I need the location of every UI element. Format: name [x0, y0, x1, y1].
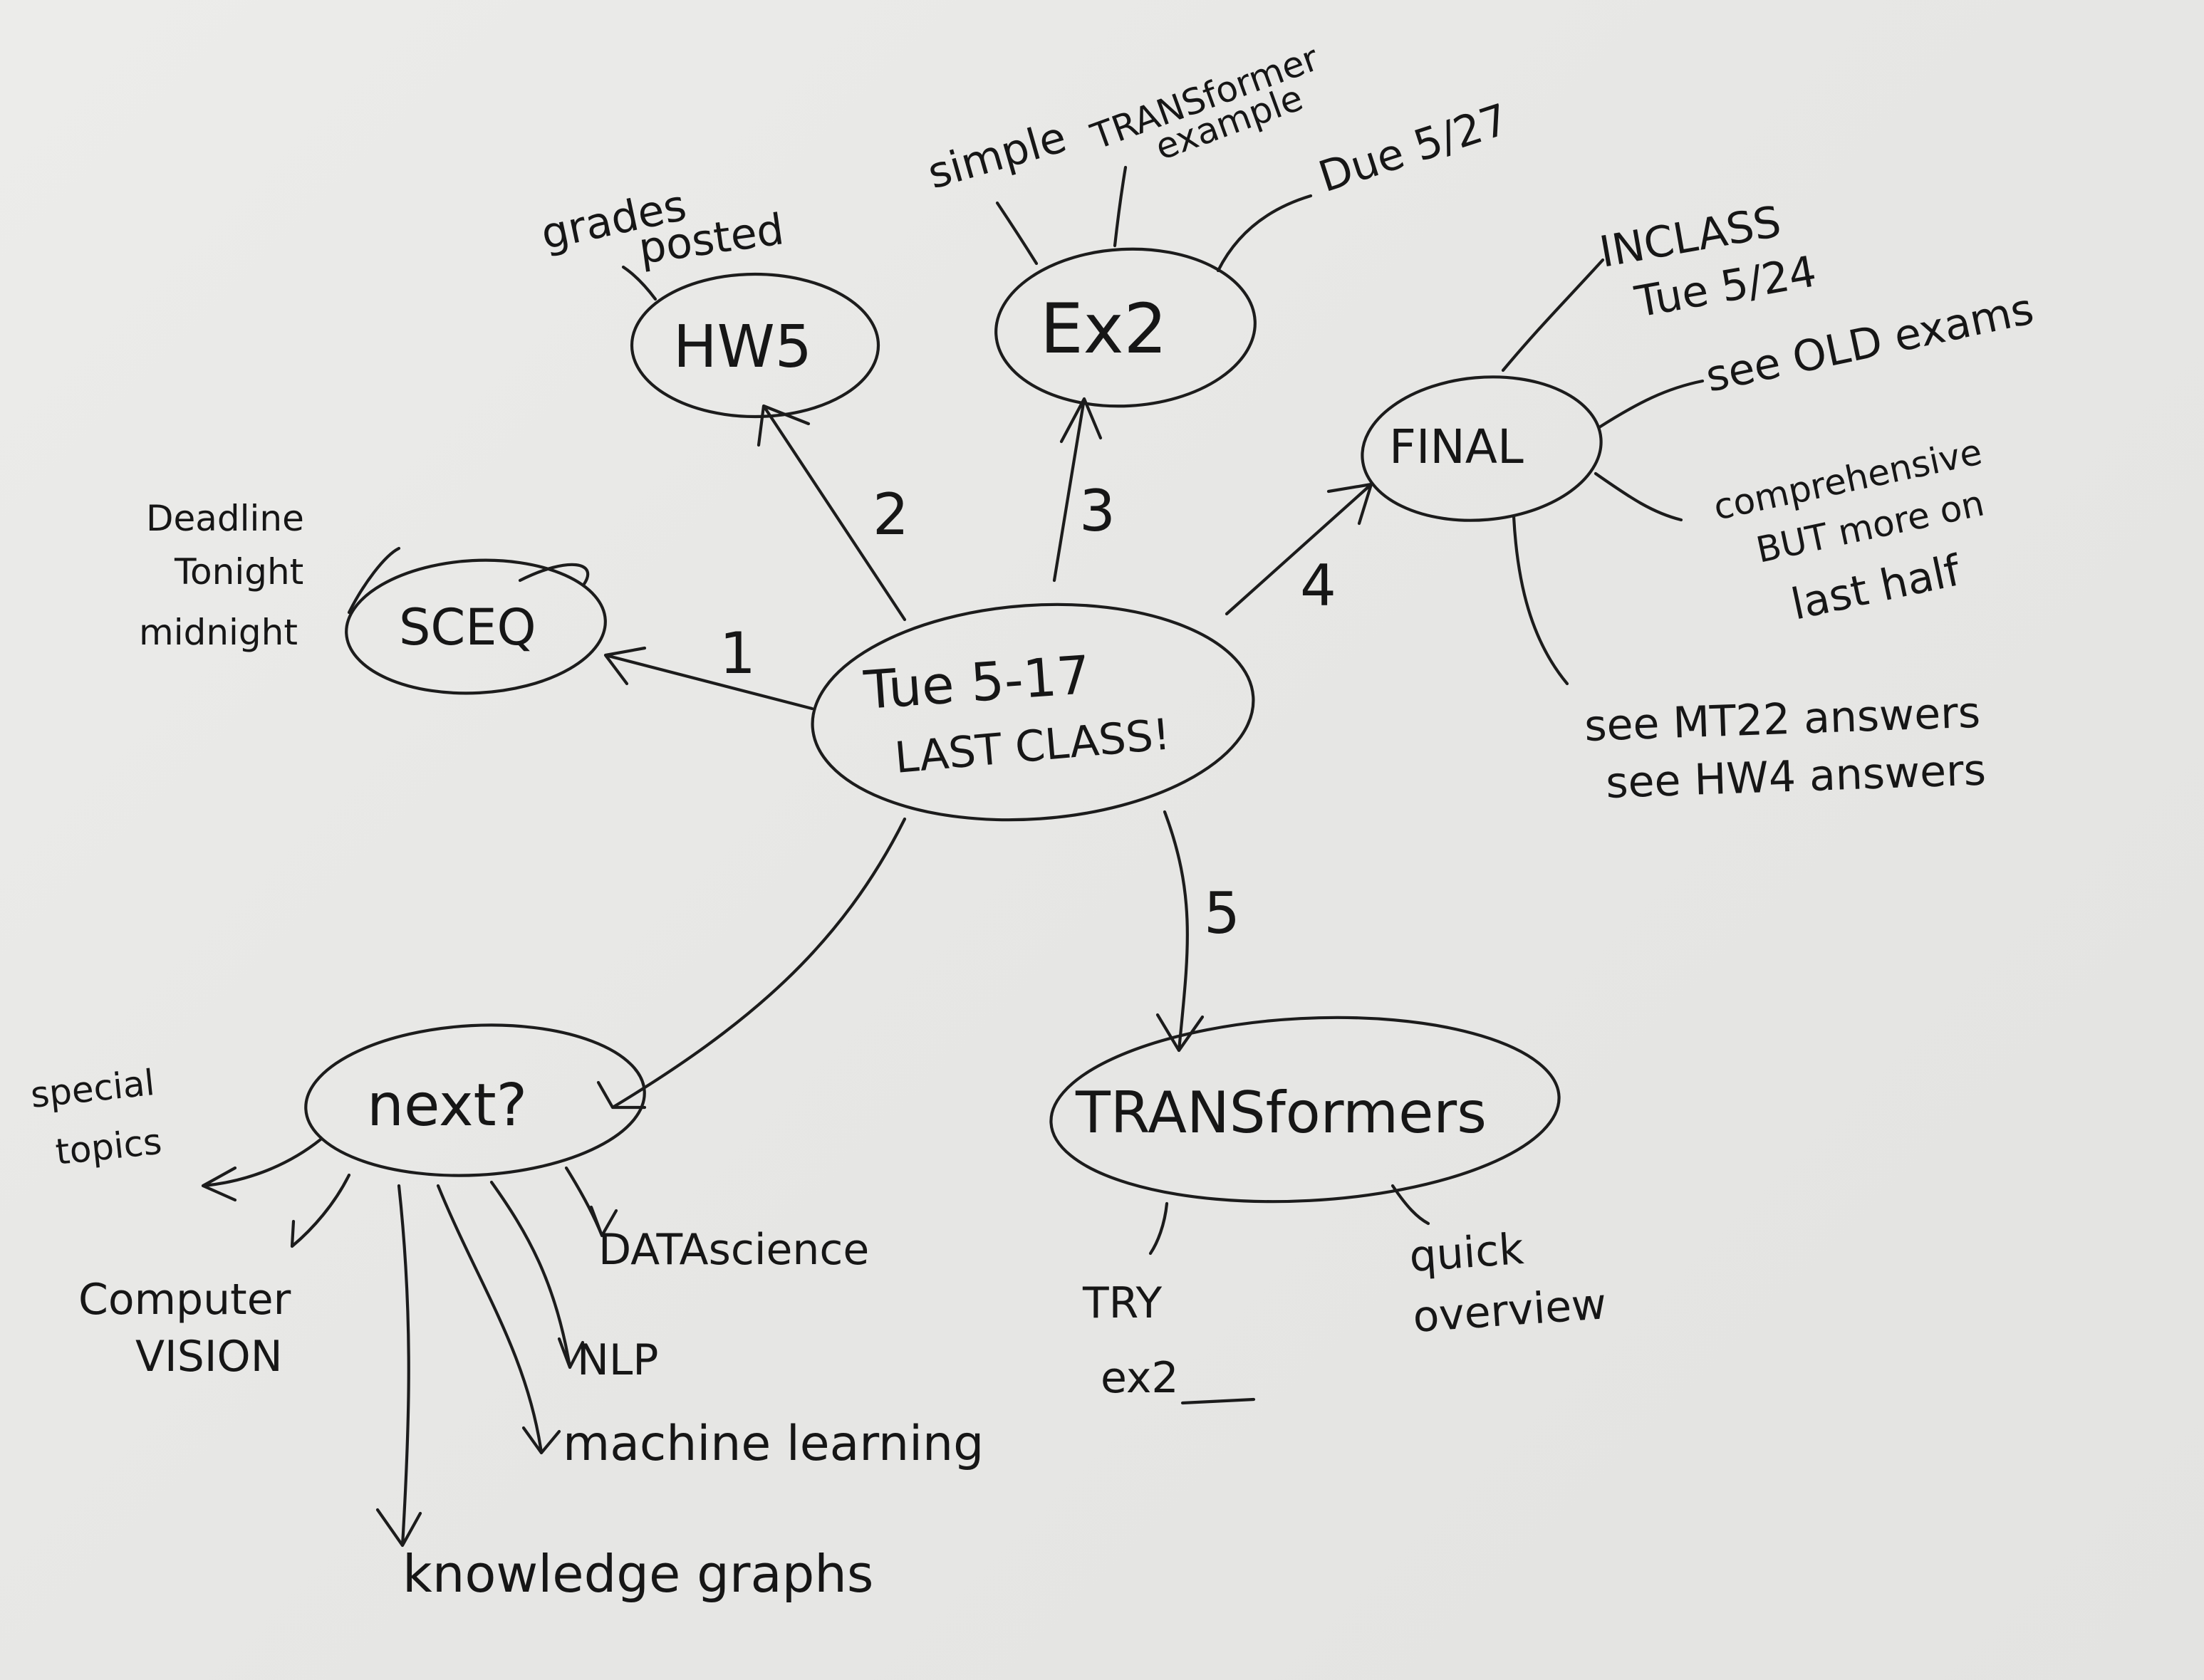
number-1: 1 [719, 620, 756, 687]
next-note-ml: machine learning [563, 1416, 984, 1472]
next-note-special-line2: topics [53, 1121, 164, 1173]
center-title-line1: Tue 5-17 [861, 645, 1092, 721]
connector-next-ml [436, 1184, 561, 1455]
arrow-to-ex2 [1052, 397, 1103, 583]
sceq-oval [345, 558, 607, 695]
connector-hw5-grades [621, 265, 657, 301]
connector-next-ds [564, 1166, 618, 1238]
connector-transformers-quick [1391, 1184, 1430, 1226]
final-oval [1361, 375, 1603, 522]
arrow-to-final [1225, 482, 1373, 616]
arrow-to-transformers [1155, 810, 1205, 1053]
next-note-nlp: NLP [577, 1335, 659, 1385]
hw5-label: HW5 [673, 313, 812, 381]
hw5-oval [630, 272, 880, 419]
try-ex2-underline [1180, 1397, 1256, 1405]
sceq-note-line1: Deadline [146, 498, 304, 539]
connector-ex2-simple [995, 201, 1039, 266]
next-label: next? [367, 1072, 527, 1139]
ex2-note-simple: simple [922, 113, 1072, 199]
next-note-special-line1: special [28, 1062, 157, 1116]
next-note-kg: knowledge graphs [402, 1544, 873, 1604]
transformers-note-quick-line2: overview [1411, 1279, 1608, 1342]
center-title-line2: LAST CLASS! [893, 709, 1172, 783]
connector-final-comp [1594, 471, 1683, 522]
connector-ex2-transformer [1113, 165, 1128, 248]
transformers-note-quick-line1: quick [1408, 1224, 1525, 1282]
number-3: 3 [1079, 478, 1116, 544]
ex2-note-due: Due 5/27 [1313, 95, 1514, 203]
transformers-label: TRANSformers [1075, 1080, 1487, 1146]
ex2-label: Ex2 [1040, 289, 1168, 369]
center-oval [811, 602, 1255, 822]
final-label: FINAL [1389, 419, 1524, 474]
connector-next-special [201, 1137, 323, 1202]
arrow-to-sceq [603, 646, 814, 711]
arrow-to-hw5 [757, 404, 907, 622]
next-note-datascience: DATAscience [598, 1225, 869, 1275]
connector-final-old [1597, 379, 1705, 429]
number-2: 2 [873, 481, 909, 548]
connector-final-inclass [1501, 258, 1605, 372]
connector-next-cv [290, 1173, 351, 1248]
connector-final-answers [1512, 514, 1569, 686]
connector-next-kg [375, 1184, 422, 1548]
next-note-cv-line1: Computer [78, 1275, 291, 1325]
connector-sceq-deadline [347, 546, 590, 615]
transformers-note-try-line2: ex2 [1101, 1353, 1179, 1403]
final-note-answers-line2: see HW4 answers [1605, 745, 1987, 808]
number-4: 4 [1300, 553, 1336, 619]
final-note-answers-line1: see MT22 answers [1584, 688, 1981, 751]
transformers-oval [1049, 1016, 1561, 1204]
connector-transformers-try [1148, 1201, 1169, 1256]
arrow-to-next [596, 817, 907, 1110]
next-oval [304, 1023, 646, 1177]
sceq-note-line2: Tonight [174, 551, 303, 593]
connector-ex2-due [1216, 194, 1313, 273]
connector-next-nlp [489, 1180, 585, 1369]
sceq-label: SCEQ [399, 598, 536, 657]
ex2-oval [994, 247, 1257, 408]
sceq-note-line3: midnight [139, 612, 298, 653]
next-note-cv-line2: VISION [135, 1332, 283, 1382]
transformers-note-try-line1: TRY [1082, 1278, 1163, 1328]
number-5: 5 [1204, 880, 1240, 946]
